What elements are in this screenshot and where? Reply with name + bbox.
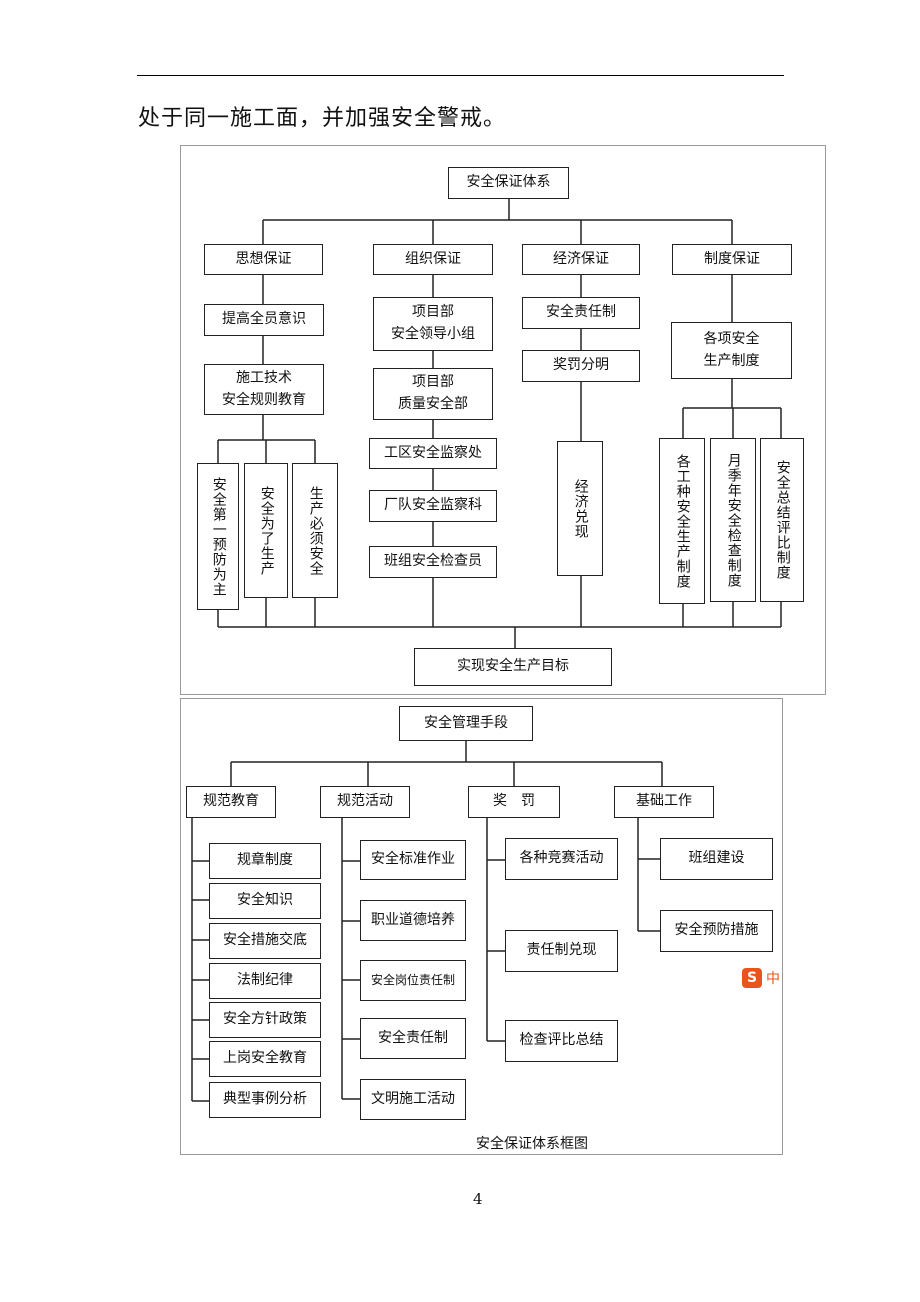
zhidu-vertical: 月季年安全检查制度 xyxy=(710,438,756,602)
branch-guifan-huodong: 规范活动 xyxy=(320,786,410,818)
jiangfa-item: 检查评比总结 xyxy=(505,1020,618,1062)
jiaoyu-item: 上岗安全教育 xyxy=(209,1041,321,1077)
huodong-item: 安全岗位责任制 xyxy=(360,960,466,1001)
sixiang-vertical: 安全第一预防为主 xyxy=(197,463,239,610)
huodong-item: 职业道德培养 xyxy=(360,900,466,941)
branch-guifan-jiaoyu: 规范教育 xyxy=(186,786,276,818)
branch-zuzhi: 组织保证 xyxy=(373,244,493,275)
sogou-logo: S 中 xyxy=(742,968,782,990)
huodong-item: 文明施工活动 xyxy=(360,1079,466,1120)
jichu-item: 班组建设 xyxy=(660,838,773,880)
figure-caption: 安全保证体系框图 xyxy=(476,1136,588,1152)
intro-text: 处于同一施工面，并加强安全警戒。 xyxy=(138,106,507,131)
branch-sixiang: 思想保证 xyxy=(204,244,323,275)
jichu-item: 安全预防措施 xyxy=(660,910,773,952)
sixiang-vertical: 生产必须安全 xyxy=(292,463,338,598)
jiaoyu-item: 安全方针政策 xyxy=(209,1002,321,1038)
jingji-item: 奖罚分明 xyxy=(522,350,640,382)
chart2-root: 安全管理手段 xyxy=(399,706,533,741)
jiaoyu-item: 安全知识 xyxy=(209,883,321,919)
zuzhi-item: 项目部 质量安全部 xyxy=(373,368,493,420)
jiangfa-item: 各种竞赛活动 xyxy=(505,838,618,880)
goal-box: 实现安全生产目标 xyxy=(414,648,612,686)
zuzhi-item: 班组安全检查员 xyxy=(369,546,497,578)
sixiang-item: 提高全员意识 xyxy=(204,304,324,336)
branch-jingji: 经济保证 xyxy=(522,244,640,275)
jiaoyu-item: 法制纪律 xyxy=(209,963,321,999)
branch-jichu: 基础工作 xyxy=(614,786,714,818)
branch-zhidu: 制度保证 xyxy=(672,244,792,275)
zhidu-item: 各项安全 生产制度 xyxy=(671,322,792,379)
zhidu-vertical: 安全总结评比制度 xyxy=(760,438,804,602)
jiaoyu-item: 规章制度 xyxy=(209,843,321,879)
sixiang-vertical: 安全为了生产 xyxy=(244,463,288,598)
logo-text: 中 xyxy=(766,971,780,987)
header-rule xyxy=(137,75,784,76)
jingji-vertical: 经济兑现 xyxy=(557,441,603,576)
chart1-frame xyxy=(180,145,826,695)
chart2-frame xyxy=(180,698,783,1155)
zuzhi-item: 项目部 安全领导小组 xyxy=(373,297,493,351)
zuzhi-item: 厂队安全监察科 xyxy=(369,490,497,522)
jiangfa-item: 责任制兑现 xyxy=(505,930,618,972)
jiaoyu-item: 安全措施交底 xyxy=(209,923,321,959)
sixiang-item: 施工技术 安全规则教育 xyxy=(204,364,324,415)
jingji-item: 安全责任制 xyxy=(522,297,640,329)
zhidu-vertical: 各工种安全生产制度 xyxy=(659,438,705,604)
page-number: 4 xyxy=(473,1190,483,1208)
logo-s-icon: S xyxy=(742,968,762,988)
huodong-item: 安全责任制 xyxy=(360,1018,466,1059)
chart1-root: 安全保证体系 xyxy=(448,167,569,199)
branch-jiangfa: 奖 罚 xyxy=(468,786,560,818)
huodong-item: 安全标准作业 xyxy=(360,840,466,880)
zuzhi-item: 工区安全监察处 xyxy=(369,438,497,469)
jiaoyu-item: 典型事例分析 xyxy=(209,1082,321,1118)
